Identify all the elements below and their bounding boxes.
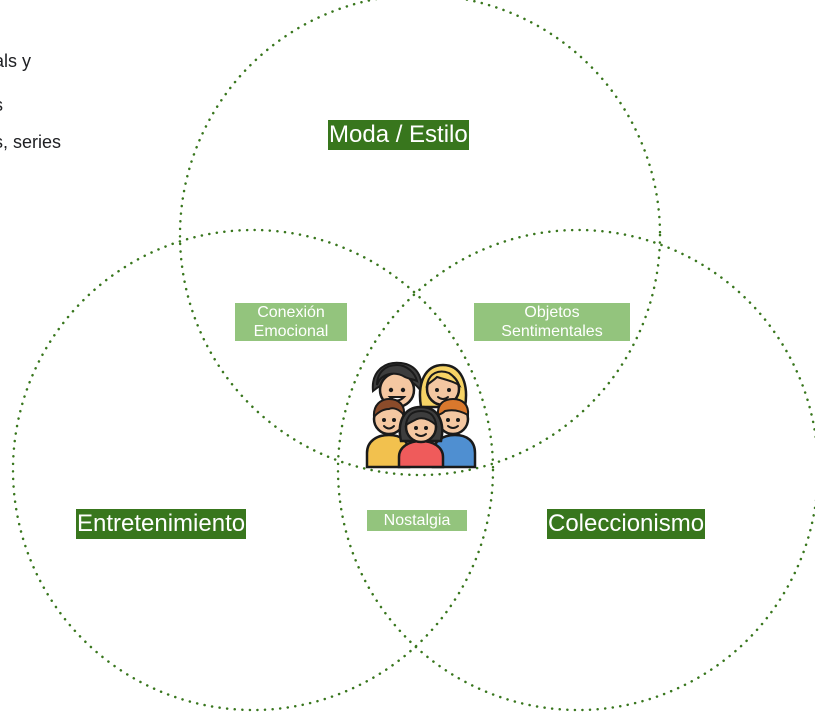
label-conexion-line1: Conexión (257, 304, 325, 321)
label-nostalgia: Nostalgia (367, 510, 467, 531)
group-of-people-icon (365, 361, 477, 469)
circle-moda-estilo (178, 0, 662, 477)
partial-text-line-2: s (0, 94, 3, 116)
label-entretenimiento: Entretenimiento (76, 509, 247, 539)
circle-entretenimiento (11, 228, 495, 712)
circle-coleccionismo (336, 228, 815, 712)
label-objetos-sentimentales: Objetos Sentimentales (474, 303, 630, 341)
partial-text-line-3: s, series (0, 132, 62, 152)
label-coleccionismo: Coleccionismo (547, 509, 706, 539)
partial-text-line-1: als y (0, 51, 32, 71)
label-objetos-line1: Objetos (524, 304, 580, 321)
label-objetos-line2: Sentimentales (501, 323, 603, 340)
person-front-middle (397, 405, 445, 469)
label-moda-estilo: Moda / Estilo (328, 120, 469, 150)
person-back-right (418, 363, 468, 409)
label-conexion-emocional: Conexión Emocional (235, 303, 347, 341)
label-conexion-line2: Emocional (253, 323, 329, 340)
